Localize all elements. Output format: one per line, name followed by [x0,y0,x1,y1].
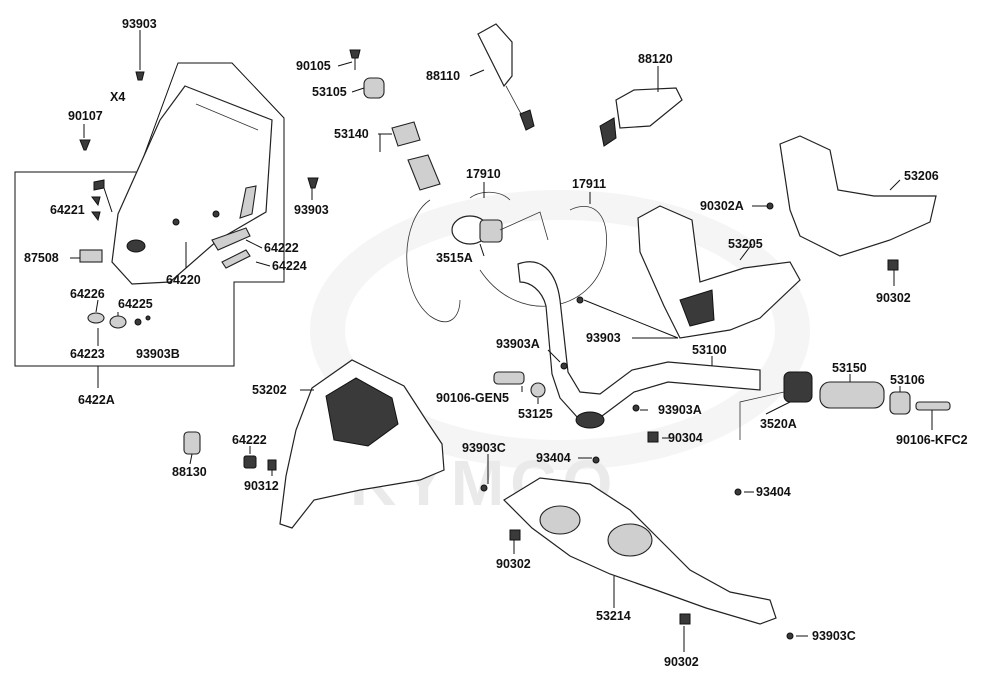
label-93903-center: 93903 [586,331,621,345]
windscreen-part [111,85,273,285]
label-64222-a: 64222 [264,241,299,255]
label-53125: 53125 [518,407,553,421]
handlebar-53100 [517,261,761,429]
nut-90304 [647,431,659,443]
label-90302-b1: 90302 [496,557,531,571]
label-17910: 17910 [466,167,501,181]
label-3515A: 3515A [436,251,473,265]
label-93903C-a: 93903C [462,441,506,455]
screw-93404-a [592,456,600,464]
label-6422A: 6422A [78,393,115,407]
label-64226: 64226 [70,287,105,301]
washers-64223-64226 [87,312,151,329]
part-labels: 93903 X4 90107 93903 64221 87508 64220 6… [24,17,968,669]
grip-53140 [379,121,441,191]
label-53140: 53140 [334,127,369,141]
bolt-90105 [349,49,361,70]
part-88130 [183,431,201,455]
nut-90302-b1 [509,529,521,541]
label-64224: 64224 [272,259,307,273]
lower-cover-53214 [503,477,777,625]
label-53105: 53105 [312,85,347,99]
cover-53206 [779,135,937,257]
screw-93903C-b [786,632,794,640]
label-53100: 53100 [692,343,727,357]
grip-53150 [819,381,885,409]
throttle-housing-3515A [451,211,549,245]
front-panel-53202 [279,359,445,529]
label-x4: X4 [110,90,125,104]
label-93903-top: 93903 [122,17,157,31]
screw-93903-mid [307,177,319,189]
label-93404-a: 93404 [536,451,571,465]
label-53202: 53202 [252,383,287,397]
label-3520A: 3520A [760,417,797,431]
screw-93903A [560,362,568,370]
screw-93404-b [734,488,742,496]
label-64223: 64223 [70,347,105,361]
weight-53105 [363,77,385,99]
label-53214: 53214 [596,609,631,623]
mirror-right-88120 [599,87,683,147]
screw-93903-top [135,30,145,81]
clip-90312 [267,459,277,471]
mirror-left-88110 [477,23,535,131]
screw-93903-c [576,296,584,304]
bracket-64221 [91,179,105,222]
label-93404-b: 93404 [756,485,791,499]
label-93903B: 93903B [136,347,180,361]
label-90304: 90304 [668,431,703,445]
label-53106: 53106 [890,373,925,387]
screw-90107 [79,139,91,151]
nut-90302-r [887,259,899,271]
label-88130: 88130 [172,465,207,479]
label-93903A-a: 93903A [496,337,540,351]
nut-64222-b [243,455,257,469]
bolt-90106-gen5 [493,371,525,385]
label-17911: 17911 [572,177,606,191]
label-64221: 64221 [50,203,85,217]
switch-3520A [739,371,813,440]
leader-lines [70,61,933,652]
label-53205: 53205 [728,237,763,251]
cover-53205 [637,205,801,339]
nut-53125 [530,382,546,398]
label-87508: 87508 [24,251,59,265]
screw-93903C-a [480,484,488,492]
label-64225: 64225 [118,297,153,311]
label-93903C-b: 93903C [812,629,856,643]
label-plate-87508 [79,249,103,263]
label-88120: 88120 [638,52,673,66]
label-90106-gen5: 90106-GEN5 [436,391,509,405]
label-90106-kfc2: 90106-KFC2 [896,433,968,447]
label-90312: 90312 [244,479,279,493]
windscreen-group-outline [14,62,285,367]
label-90302A: 90302A [700,199,744,213]
label-53150: 53150 [832,361,867,375]
cable-17910 [406,191,511,323]
label-90302-right: 90302 [876,291,911,305]
label-64222-b: 64222 [232,433,267,447]
label-90105: 90105 [296,59,331,73]
weight-53106 [889,391,911,415]
label-93903A-b: 93903A [658,403,702,417]
label-93903-mid: 93903 [294,203,329,217]
label-53206: 53206 [904,169,939,183]
cable-17911 [479,206,607,307]
bolt-90106-kfc2 [915,401,951,411]
label-64220: 64220 [166,273,201,287]
nut-90302-b2 [679,613,691,625]
label-90107: 90107 [68,109,103,123]
label-88110: 88110 [426,69,460,83]
screw-93903A-b [632,404,640,412]
label-90302-b2: 90302 [664,655,699,669]
